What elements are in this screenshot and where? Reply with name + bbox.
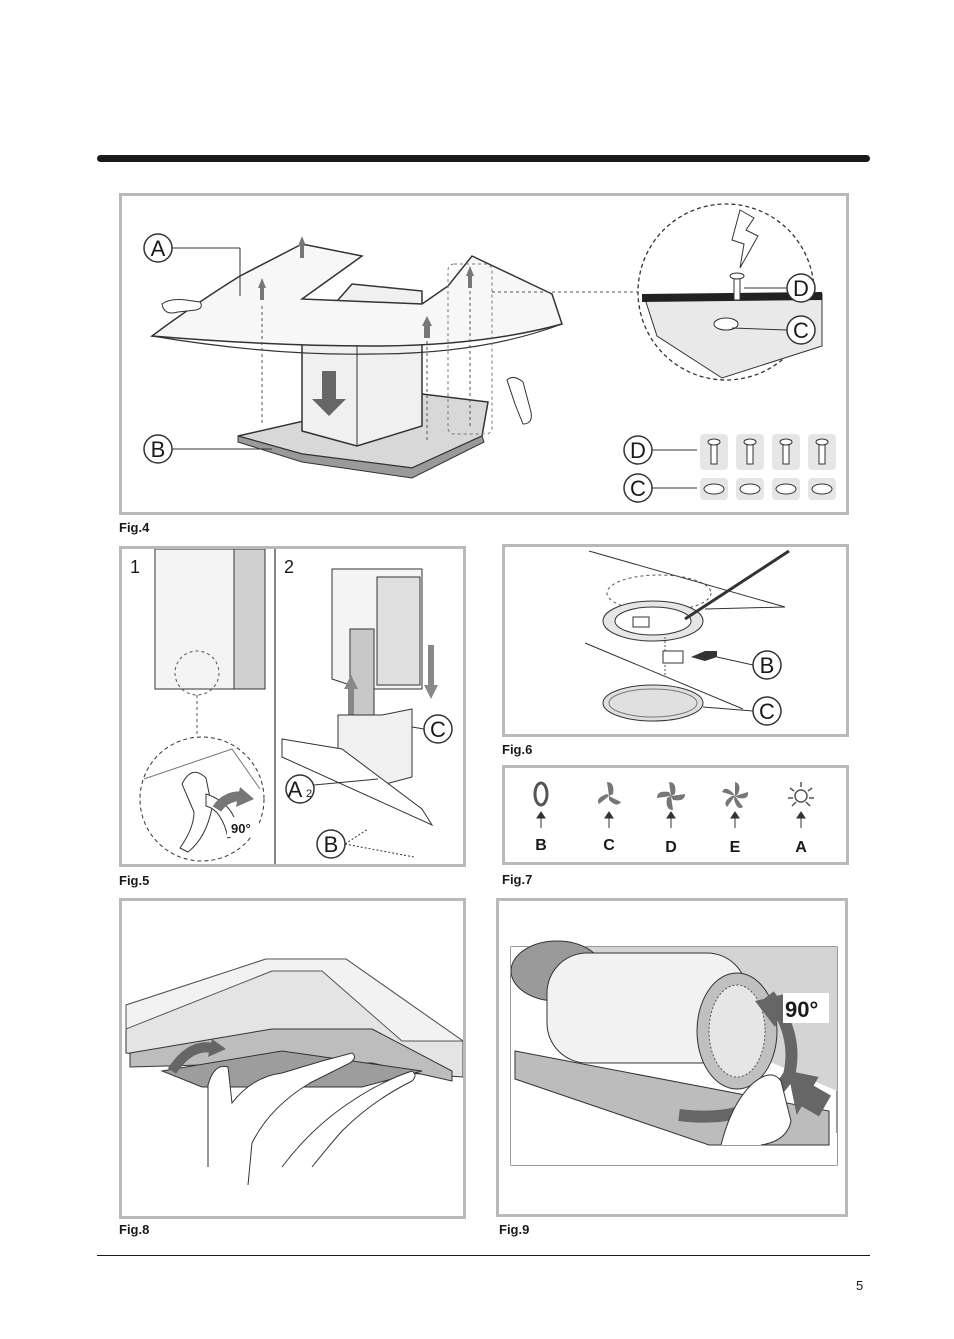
fig8-panel	[119, 898, 466, 1219]
fig7-label-c: C	[603, 837, 615, 854]
fig5-panel1-number: 1	[130, 557, 140, 577]
fan-speed-2-icon	[657, 782, 685, 810]
fig4-label-b: B	[151, 437, 166, 462]
washer-icon	[700, 478, 836, 500]
fig5-panel2-number: 2	[284, 557, 294, 577]
fig4-parts-label-c: C	[630, 476, 646, 501]
fig4-parts-label-d: D	[630, 438, 646, 463]
fig5-label-c: C	[430, 717, 446, 742]
fig5-rotation-label: 90°	[231, 821, 251, 836]
fig4-illustration: A B D C D C	[143, 203, 836, 503]
fig7-caption: Fig.7	[502, 872, 533, 887]
fig5-label-b: B	[324, 832, 339, 857]
fig6-caption: Fig.6	[502, 742, 533, 757]
fig7-label-b: B	[535, 837, 547, 854]
page-number: 5	[856, 1278, 864, 1293]
fig5-caption: Fig.5	[119, 873, 150, 888]
fig9-rotation-label: 90°	[785, 997, 818, 1022]
fig9-illustration: 90°	[510, 940, 838, 1166]
fig9-panel: 90°	[496, 898, 848, 1217]
fig7-label-e: E	[730, 839, 741, 856]
fig5-label-a2: A	[288, 777, 303, 802]
fig7-label-d: D	[665, 839, 677, 856]
fig7-panel: B C D E A	[502, 765, 849, 865]
fig4-detail-label-c: C	[793, 318, 809, 343]
fig7-label-a: A	[795, 839, 807, 856]
fig4-label-a: A	[151, 236, 166, 261]
fig8-caption: Fig.8	[119, 1222, 150, 1237]
fan-speed-1-icon	[598, 782, 621, 805]
fig9-caption: Fig.9	[499, 1222, 530, 1237]
fig6-label-c: C	[759, 699, 775, 724]
fig5-label-a2-subscript: 2	[306, 788, 312, 800]
fig6-label-b: B	[760, 653, 775, 678]
fig6-panel: B C	[502, 544, 849, 737]
fig4-detail-label-d: D	[793, 276, 809, 301]
fig7-illustration: B C D E A	[533, 781, 814, 856]
fig6-illustration: B C	[584, 549, 790, 726]
fig8-illustration	[125, 958, 463, 1186]
light-off-icon	[533, 781, 549, 807]
fig4-caption: Fig.4	[119, 520, 150, 535]
fan-speed-3-icon	[722, 782, 749, 808]
light-on-icon	[788, 782, 814, 807]
fig4-panel: A B D C D C	[119, 193, 849, 515]
fig5-panel: 1 2 90° C A 2 B	[119, 546, 466, 867]
fig5-illustration: 1 2 90° C A 2 B	[130, 549, 453, 864]
header-rule	[97, 155, 870, 162]
screw-icon	[700, 434, 836, 470]
footer-rule	[97, 1255, 870, 1256]
